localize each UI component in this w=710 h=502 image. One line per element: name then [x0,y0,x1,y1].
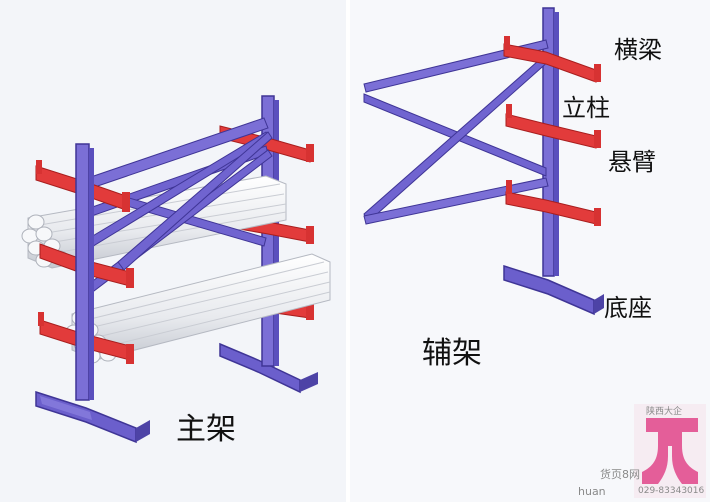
main-rack-label: 主架 [176,412,236,447]
arm-label: 悬臂 [608,148,656,176]
main-rack-beams [81,117,273,295]
watermark-phone: 029-83343016 [638,486,705,496]
main-rack-front-base [35,390,150,444]
aux-rack-base [503,264,604,316]
aux-rack-beams [363,39,551,225]
main-rack-back-base [219,342,318,394]
aux-rack-column [542,7,559,277]
base-label: 底座 [604,294,652,322]
aux-rack-arms [503,36,601,226]
watermark-site-url: huan [578,485,606,498]
watermark-logo [634,404,706,498]
watermark-company: 陕西大企 [646,407,683,417]
aux-rack-label: 辅架 [422,336,482,371]
beam-label: 横梁 [614,36,662,64]
column-label: 立柱 [562,94,610,122]
main-rack [21,95,331,444]
aux-rack [363,7,604,316]
main-rack-front-column [75,143,94,401]
watermark-site-name: 货页8网 [600,468,640,481]
